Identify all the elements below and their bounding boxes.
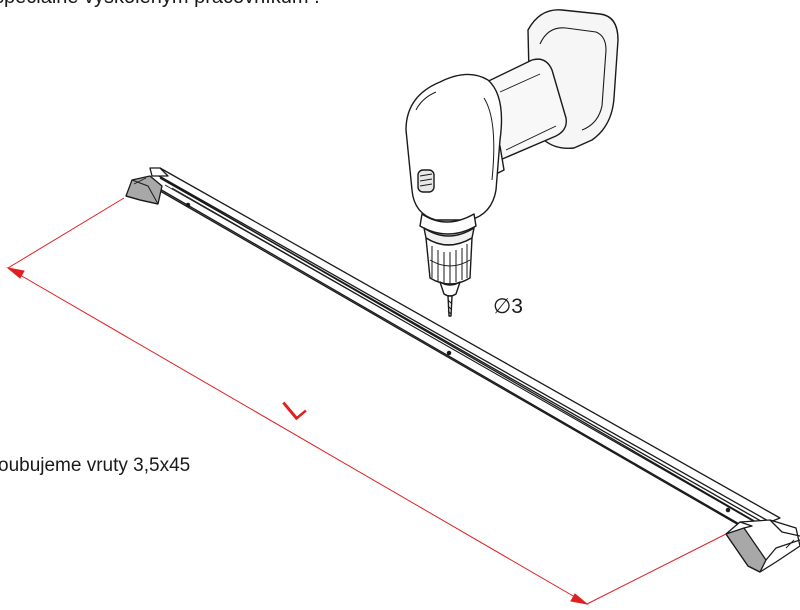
dimension-arrow-icon (6, 197, 727, 605)
drill-icon (405, 9, 619, 317)
screw-instruction-text: oubujeme vruty 3,5x45 (0, 455, 191, 476)
drill-bit-diameter-label: ∅3 (493, 295, 523, 318)
top-caption: speciálně vyškoleným pracovníkům . (0, 0, 320, 9)
rail-icon (125, 167, 800, 573)
